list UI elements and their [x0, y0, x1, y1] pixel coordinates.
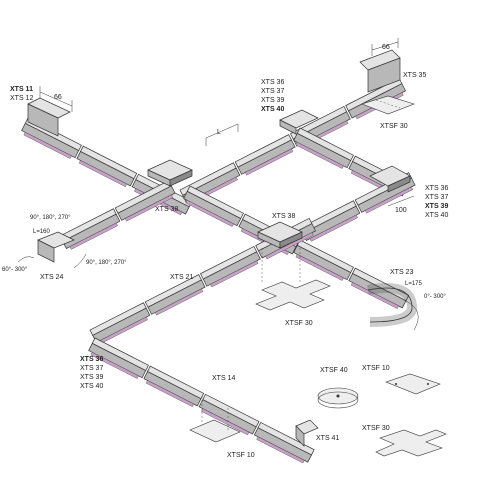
cross-connector-upper — [147, 159, 193, 187]
end-cap-xts41 — [295, 419, 319, 447]
label-xts11: XTS 11 — [10, 86, 33, 93]
label-l175: L=175 — [405, 281, 423, 287]
label-xts35: XTS 35 — [403, 72, 426, 79]
cover-plate-xtsf30-right — [375, 429, 447, 457]
cross-connector-center — [257, 221, 303, 249]
label-xtsf10-bottom: XTSF 10 — [227, 452, 255, 459]
label-xtsf30-top: XTSF 30 — [380, 123, 408, 130]
right-group-1: XTS 36 — [425, 185, 448, 192]
label-xts38-left: XTS 38 — [155, 206, 178, 213]
angle-top: 90°, 180°, 270° — [30, 215, 71, 221]
track-upper-right — [179, 77, 408, 206]
angle-bottom: 90°, 180°, 270° — [86, 260, 127, 266]
track-left-xts24 — [59, 180, 177, 252]
left-group-1: XTS 36 — [80, 356, 103, 363]
label-xtsf40: XTSF 40 — [320, 367, 348, 374]
label-xts38-center: XTS 38 — [272, 213, 295, 220]
cover-plate-xtsf10-right — [385, 373, 441, 395]
corner-connector-top — [279, 109, 319, 135]
end-cap-xts35 — [359, 49, 401, 93]
label-xts24: XTS 24 — [40, 274, 63, 281]
dim-66-left: 66 — [54, 94, 62, 101]
end-cap-xts11 — [27, 97, 71, 137]
curve-xts23 — [367, 283, 417, 327]
left-group-2: XTS 37 — [80, 365, 103, 372]
label-xtsf30-right: XTSF 30 — [362, 425, 390, 432]
top-group-1: XTS 36 — [261, 79, 284, 86]
label-xts23: XTS 23 — [390, 269, 413, 276]
corner-connector-right — [369, 165, 411, 193]
track-xts14 — [86, 337, 315, 466]
angle-0-300: 0°- 300° — [424, 294, 446, 300]
label-xts12: XTS 12 — [10, 95, 33, 102]
top-group-4: XTS 40 — [261, 106, 284, 113]
left-group-3: XTS 39 — [80, 374, 103, 381]
left-group-4: XTS 40 — [80, 383, 103, 390]
dimension-marks — [17, 38, 419, 331]
right-group-3: XTS 39 — [425, 203, 448, 210]
right-group-4: XTS 40 — [425, 212, 448, 219]
corner-xts24 — [37, 231, 75, 263]
right-group-2: XTS 37 — [425, 194, 448, 201]
cover-plate-xtsf30-center — [255, 248, 331, 311]
label-xts14: XTS 14 — [212, 375, 235, 382]
dim-l: L — [217, 129, 221, 136]
label-xts41: XTS 41 — [316, 435, 339, 442]
label-xts21: XTS 21 — [170, 274, 193, 281]
label-xtsf30-center: XTSF 30 — [285, 320, 313, 327]
cover-plate-xtsf30-top — [361, 95, 415, 115]
angle-60-300: 60°- 300° — [2, 267, 28, 273]
cover-plate-xtsf10-bottom — [189, 396, 241, 443]
top-group-3: XTS 39 — [261, 97, 284, 104]
label-l160: L=160 — [33, 229, 51, 235]
top-group-2: XTS 37 — [261, 88, 284, 95]
dim-66-right: 66 — [382, 44, 390, 51]
cover-plate-xtsf40 — [317, 387, 359, 409]
dim-100: 100 — [395, 207, 407, 214]
label-xtsf10-right: XTSF 10 — [362, 365, 390, 372]
